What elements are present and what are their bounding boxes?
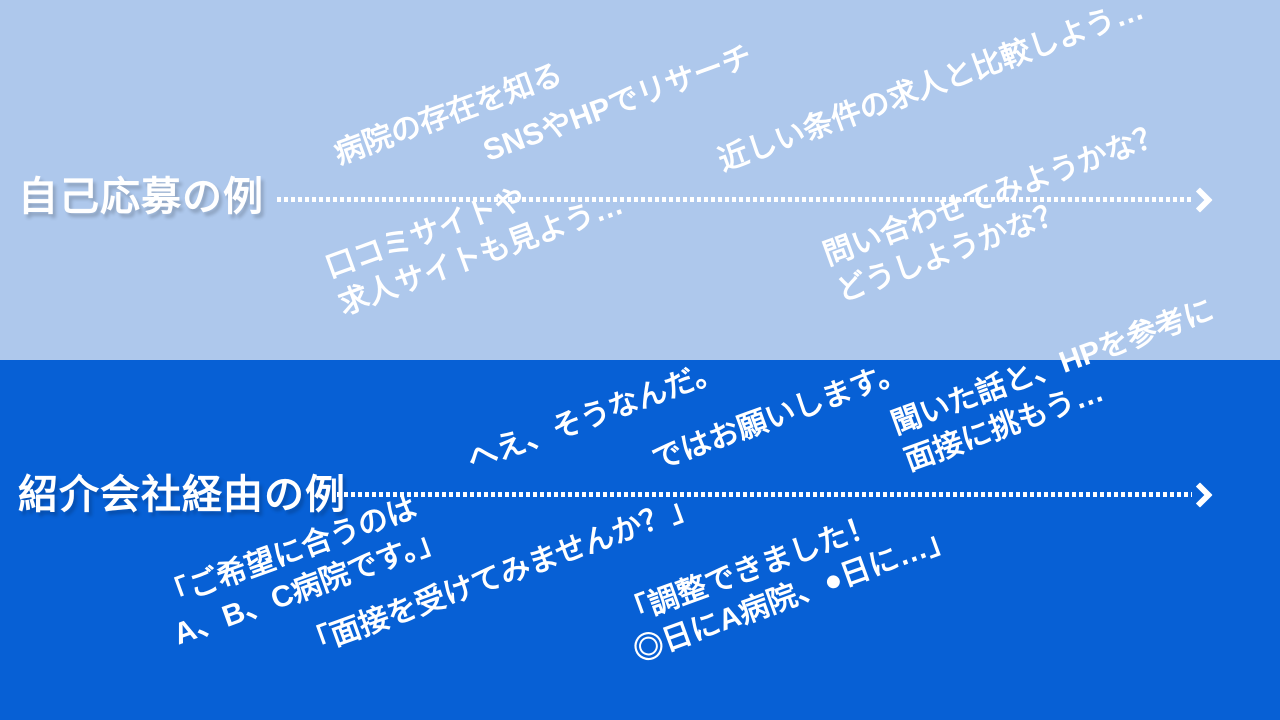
via-agency-arrow-right-icon — [1187, 482, 1213, 508]
section-via-agency: 紹介会社経由の例 へえ、そうなんだ。 ではお願いします。 聞いた話と、HPを参考… — [0, 293, 1280, 720]
step-check-review-job-sites: 口コミサイトや 求人サイトも見よう… — [320, 148, 629, 324]
via-agency-title: 紹介会社経由の例 — [18, 473, 346, 517]
section-self-application: 自己応募の例 病院の存在を知る SNSやHPでリサーチ 近しい条件の求人と比較し… — [0, 0, 1280, 360]
via-agency-timeline-dotted-line — [337, 492, 1192, 497]
step-should-i-inquire: 問い合わせてみようかな？ どうしようかな？ — [818, 115, 1183, 311]
self-application-title: 自己応募の例 — [18, 175, 264, 219]
self-application-arrow-right-icon — [1187, 187, 1213, 213]
self-application-timeline-dotted-line — [277, 197, 1192, 202]
